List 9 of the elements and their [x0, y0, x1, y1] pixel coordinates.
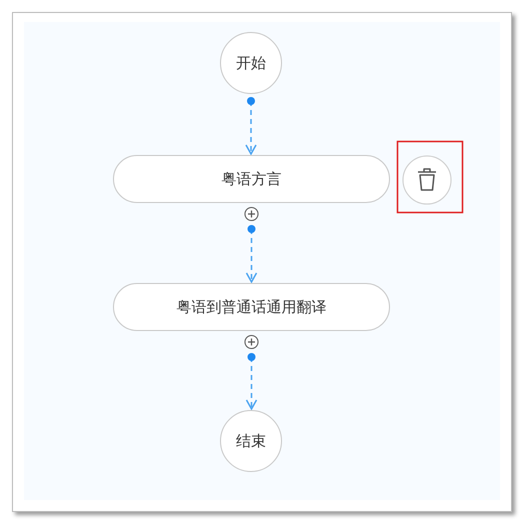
process-node: [113, 283, 390, 331]
node-label: 开始: [236, 54, 266, 72]
arrow: [245, 97, 257, 155]
node-label: 粤语方言: [222, 170, 282, 188]
node-label: 粤语到普通话通用翻译: [176, 298, 326, 316]
arrow: [246, 353, 258, 410]
node-label: 结束: [236, 432, 266, 450]
process-node: [113, 155, 390, 203]
arrow: [246, 225, 258, 283]
